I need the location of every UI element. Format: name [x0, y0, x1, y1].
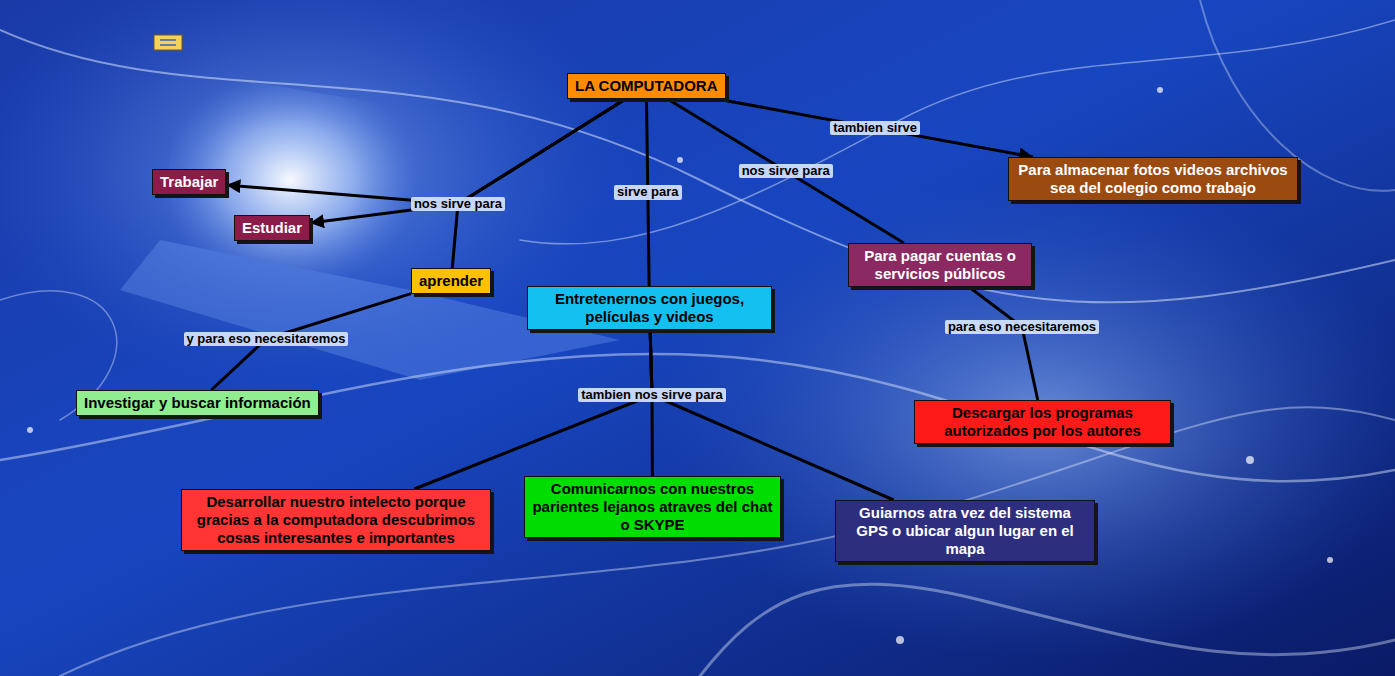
link-label: nos sirve para [739, 164, 833, 179]
node-text: Investigar y buscar información [84, 394, 311, 412]
link-label: tambien sirve [830, 121, 920, 136]
connector [310, 99, 625, 223]
connector [226, 99, 625, 204]
link-label: nos sirve para [411, 197, 505, 212]
glow [0, 0, 630, 390]
node-text: Desarrollar nuestro intelecto porque gra… [189, 493, 483, 547]
concept-box: Para pagar cuentas o servicios públicos [848, 243, 1032, 287]
connector [969, 287, 1038, 400]
node-text: aprender [419, 272, 483, 290]
node-text: Trabajar [160, 173, 218, 191]
glow [660, 180, 1395, 660]
node-text: Para almacenar fotos videos archivos sea… [1016, 161, 1290, 197]
concept-box: aprender [411, 268, 491, 294]
concept-box: Desarrollar nuestro intelecto porque gra… [181, 489, 491, 551]
concept-box: Investigar y buscar información [76, 390, 319, 416]
node-text: Comunicarnos con nuestros parientes leja… [532, 480, 773, 534]
connector [414, 330, 652, 489]
node-text: LA COMPUTADORA [575, 77, 718, 95]
node-text: Estudiar [242, 219, 302, 237]
node-text: Para pagar cuentas o servicios públicos [856, 247, 1024, 283]
link-label: sirve para [614, 185, 681, 200]
link-label: para eso necesitaremos [945, 320, 1099, 335]
node-text: Guiarnos atra vez del sistema GPS o ubic… [843, 504, 1087, 558]
node-text: Descargar los programas autorizados por … [922, 404, 1163, 440]
connector [650, 330, 894, 500]
concept-box: Descargar los programas autorizados por … [914, 400, 1171, 444]
concept-box: LA COMPUTADORA [567, 73, 726, 99]
concept-box: Trabajar [152, 169, 226, 195]
sparkles [27, 87, 1333, 644]
node-text: Entretenernos con juegos, películas y vi… [535, 290, 764, 326]
concept-box: Comunicarnos con nuestros parientes leja… [524, 476, 781, 538]
concept-box: Para almacenar fotos videos archivos sea… [1008, 157, 1298, 201]
link-label: y para eso necesitaremos [184, 332, 349, 347]
connector [717, 99, 1033, 157]
note-icon [154, 35, 182, 50]
connector [452, 99, 625, 268]
link-label: tambien nos sirve para [578, 388, 726, 403]
concept-box: Estudiar [234, 215, 310, 241]
concept-box: Guiarnos atra vez del sistema GPS o ubic… [835, 500, 1095, 562]
concept-box: Entretenernos con juegos, películas y vi… [527, 286, 772, 330]
